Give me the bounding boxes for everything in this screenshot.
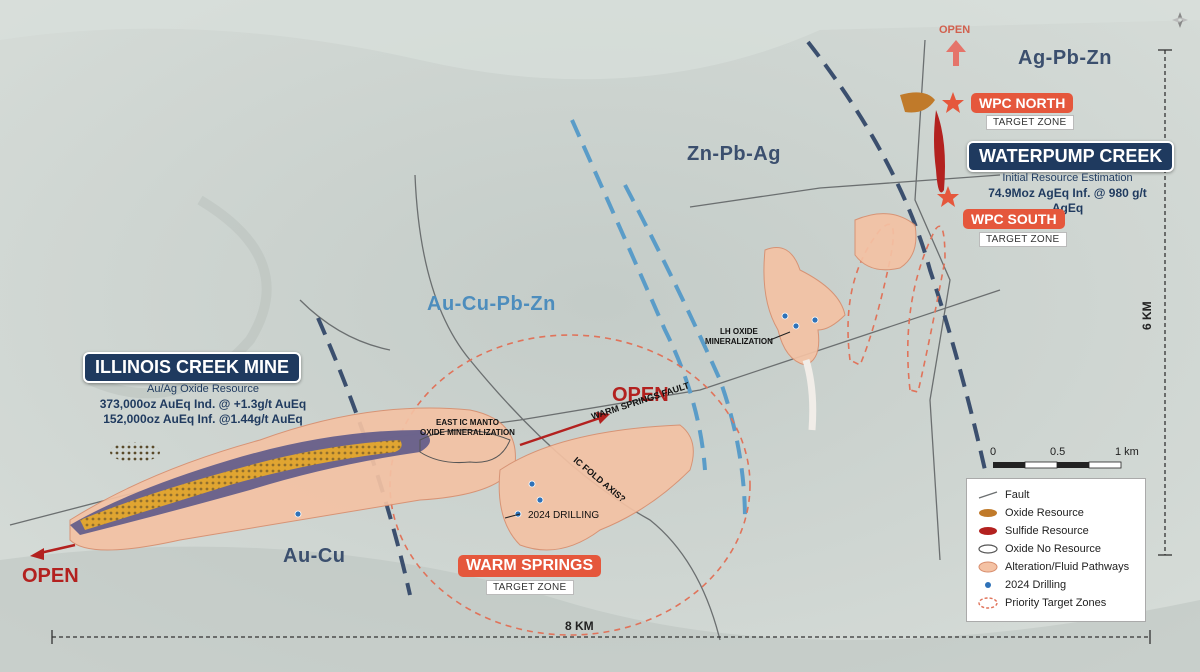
callout-drilling bbox=[504, 513, 521, 519]
open-arrow-left bbox=[39, 543, 76, 555]
warm-springs-title: WARM SPRINGS bbox=[458, 555, 602, 577]
wpc-south-subtitle: TARGET ZONE bbox=[979, 232, 1067, 247]
legend-oxide-resource: Oxide Resource bbox=[977, 505, 1084, 521]
wpc-south-title: WPC SOUTH bbox=[963, 209, 1065, 229]
legend-fault-label: Fault bbox=[1005, 489, 1030, 501]
drill-point bbox=[536, 496, 544, 504]
legend-sulfide-resource-label: Sulfide Resource bbox=[1005, 525, 1089, 537]
wpc-north-title: WPC NORTH bbox=[971, 93, 1074, 113]
map-legend: Fault Oxide Resource Sulfide Resource Ox… bbox=[966, 478, 1146, 622]
dimension-caps bbox=[51, 49, 1172, 644]
alteration-wpc bbox=[854, 213, 917, 271]
legend-priority: Priority Target Zones bbox=[977, 595, 1106, 611]
illinois-creek-info: Au/Ag Oxide Resource 373,000oz AuEq Ind.… bbox=[78, 382, 328, 427]
dimension-8km-label: 8 KM bbox=[565, 619, 594, 633]
legend-oxide-no-resource: Oxide No Resource bbox=[977, 541, 1101, 557]
illinois-resource bbox=[70, 429, 511, 535]
zone-label-au-cu: Au-Cu bbox=[283, 545, 346, 567]
drill-point bbox=[811, 316, 819, 324]
zone-label-au-cu-pb-zn: Au-Cu-Pb-Zn bbox=[427, 293, 556, 315]
callout-lines bbox=[504, 331, 791, 519]
waterpump-line1: Initial Resource Estimation bbox=[1002, 172, 1133, 184]
scale-bar bbox=[993, 461, 1122, 469]
legend-alteration: Alteration/Fluid Pathways bbox=[977, 559, 1129, 575]
alteration-warm-springs bbox=[498, 424, 694, 551]
open-arrow-top bbox=[953, 50, 959, 66]
blue-dashed-faults bbox=[570, 119, 747, 521]
legend-drilling-label: 2024 Drilling bbox=[1005, 579, 1067, 591]
wpc-resource bbox=[900, 92, 945, 193]
fault-east bbox=[914, 39, 951, 561]
dimension-6km-label: 6 KM bbox=[1140, 301, 1154, 330]
scale-tick-0-5: 0.5 bbox=[1050, 446, 1066, 458]
drill-point bbox=[792, 322, 800, 330]
wpc-sulfide-resource bbox=[934, 110, 945, 193]
open-label-top: OPEN bbox=[939, 24, 971, 36]
illinois-line2: 373,000oz AuEq Ind. @ +1.3g/t AuEq bbox=[99, 397, 307, 411]
wpc-oxide-resource bbox=[900, 92, 935, 113]
east-ic-oxide-outline bbox=[419, 429, 511, 463]
zone-label-ag-pb-zn: Ag-Pb-Zn bbox=[1018, 47, 1112, 69]
drill-point bbox=[781, 312, 789, 320]
east-ic-label: EAST IC MANTO OXIDE MINERALIZATION bbox=[420, 418, 515, 437]
target-star-icon bbox=[937, 186, 959, 207]
illinois-creek-title: ILLINOIS CREEK MINE bbox=[83, 352, 302, 383]
legend-alteration-label: Alteration/Fluid Pathways bbox=[1005, 561, 1130, 573]
drilling-2024-label: 2024 DRILLING bbox=[528, 510, 600, 521]
scale-tick-0: 0 bbox=[990, 446, 997, 458]
legend-priority-label: Priority Target Zones bbox=[1005, 597, 1107, 609]
target-star-icon bbox=[942, 92, 964, 113]
open-label-mid: OPEN bbox=[612, 384, 669, 406]
warm-springs-subtitle: TARGET ZONE bbox=[486, 580, 574, 595]
fault-central bbox=[414, 174, 721, 641]
dimension-lines bbox=[52, 50, 1166, 638]
open-label-left: OPEN bbox=[22, 565, 79, 587]
lh-tail bbox=[802, 358, 817, 431]
legend-oxide-no-resource-label: Oxide No Resource bbox=[1005, 543, 1101, 555]
fault-west bbox=[299, 299, 391, 351]
drill-point bbox=[514, 510, 522, 518]
open-arrow-mid-head bbox=[596, 412, 610, 424]
drill-point bbox=[294, 510, 302, 518]
wpc-north-subtitle: TARGET ZONE bbox=[986, 115, 1074, 130]
open-arrow-mid bbox=[519, 416, 601, 447]
terrain-ridge bbox=[87, 195, 272, 399]
lh-oxide-label: LH OXIDE MINERALIZATION bbox=[705, 327, 773, 346]
open-arrow-left-head bbox=[30, 548, 44, 560]
legend-sulfide-resource: Sulfide Resource bbox=[977, 523, 1089, 539]
drill-pattern-west bbox=[110, 442, 160, 462]
illinois-line3: 152,000oz AuEq Inf. @1.44g/t AuEq bbox=[103, 412, 303, 426]
alteration-lh bbox=[763, 247, 846, 366]
dashed-fault-east bbox=[806, 40, 987, 471]
dashed-fault-mid2 bbox=[623, 184, 747, 521]
drilling-2024-points bbox=[294, 312, 819, 518]
open-arrow-top-head bbox=[946, 40, 966, 52]
zone-label-zn-pb-ag: Zn-Pb-Ag bbox=[687, 143, 781, 165]
scale-tick-1km: 1 km bbox=[1115, 446, 1139, 458]
terrain-light-patch bbox=[0, 0, 1200, 80]
illinois-line1: Au/Ag Oxide Resource bbox=[147, 383, 259, 395]
callout-lh bbox=[769, 331, 791, 341]
legend-oxide-resource-label: Oxide Resource bbox=[1005, 507, 1084, 519]
legend-fault: Fault bbox=[977, 487, 1029, 503]
oxide-resource-drillholes bbox=[80, 440, 402, 530]
target-stars bbox=[937, 92, 964, 207]
open-arrows bbox=[30, 40, 966, 560]
drill-point bbox=[528, 480, 536, 488]
terrain-dark-patch bbox=[0, 546, 1200, 672]
north-arrow-icon bbox=[1172, 12, 1188, 28]
waterpump-creek-title: WATERPUMP CREEK bbox=[967, 141, 1175, 172]
legend-drilling: 2024 Drilling bbox=[977, 577, 1066, 593]
